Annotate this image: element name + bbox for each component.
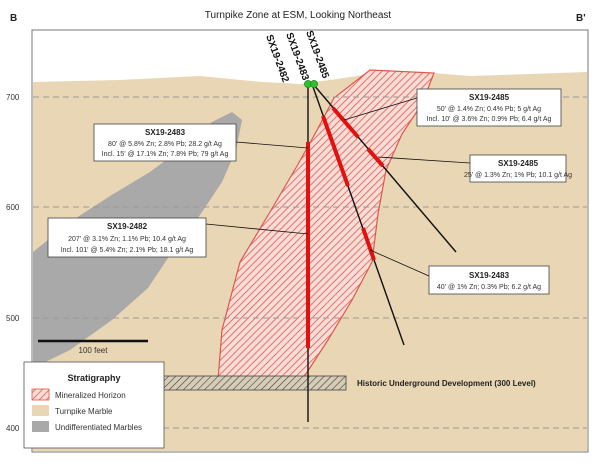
section-left-label: B — [10, 13, 17, 24]
elev-400: 400 — [6, 424, 20, 433]
legend-swatch-turnpike — [32, 405, 49, 416]
callout-2483-upper: SX19-2483 80' @ 5.8% Zn; 2.8% Pb; 28.2 g… — [93, 123, 237, 162]
mineralized-horizon-area — [217, 69, 435, 381]
leader-2485-upper — [343, 97, 418, 121]
legend-item-mineralized: Mineralized Horizon — [55, 391, 126, 400]
legend-swatch-undiff — [32, 421, 49, 432]
callout-line: 50' @ 1.4% Zn; 0.4% Pb; 5 g/t Ag — [437, 106, 541, 113]
callout-2483-lower: SX19-2483 40' @ 1% Zn; 0.3% Pb; 6.2 g/t … — [428, 265, 550, 295]
leader-2483-lower — [369, 249, 430, 277]
elev-700: 700 — [6, 93, 20, 102]
intercept-2485-lower — [366, 147, 385, 168]
callout-hole: SX19-2482 — [107, 222, 148, 231]
callout-2482: SX19-2482 207' @ 3.1% Zn; 1.1% Pb; 10.4 … — [47, 217, 207, 258]
leader-2483-upper — [235, 141, 309, 149]
intercept-2485-upper — [331, 106, 360, 139]
legend-item-undiff: Undifferentiated Marbles — [55, 423, 142, 432]
callout-2485-lower: SX19-2485 25' @ 1.3% Zn; 1% Pb; 10.1 g/t… — [464, 154, 572, 183]
leader-2485-lower — [377, 156, 471, 164]
callout-line: 207' @ 3.1% Zn; 1.1% Pb; 10.4 g/t Ag — [68, 236, 186, 243]
figure-title: Turnpike Zone at ESM, Looking Northeast — [205, 10, 392, 21]
callout-hole: SX19-2485 — [469, 93, 510, 102]
callout-2485-upper: SX19-2485 50' @ 1.4% Zn; 0.4% Pb; 5 g/t … — [416, 88, 562, 127]
callout-line: Incl. 101' @ 5.4% Zn; 2.1% Pb; 18.1 g/t … — [61, 247, 194, 254]
callout-line: Incl. 15' @ 17.1% Zn; 7.8% Pb; 79 g/t Ag — [102, 151, 229, 158]
elev-500: 500 — [6, 314, 20, 323]
leader-2482 — [205, 223, 309, 235]
callout-hole: SX19-2483 — [145, 128, 186, 137]
intercept-2483-upper — [321, 115, 350, 187]
callout-line: Incl. 10' @ 3.6% Zn; 0.9% Pb; 6.4 g/t Ag — [427, 116, 552, 123]
historic-development-block — [163, 375, 347, 391]
elev-600: 600 — [6, 203, 20, 212]
collar-2483-2485 — [310, 80, 318, 88]
callout-line: 80' @ 5.8% Zn; 2.8% Pb; 28.2 g/t Ag — [108, 141, 222, 148]
callout-hole: SX19-2483 — [469, 271, 510, 280]
legend-swatch-mineralized — [31, 388, 50, 401]
callout-hole: SX19-2485 — [498, 159, 539, 168]
scale-bar-label: 100 feet — [79, 346, 109, 355]
legend-title: Stratigraphy — [67, 373, 120, 383]
legend-item-turnpike: Turnpike Marble — [55, 407, 113, 416]
section-right-label: B' — [576, 13, 586, 24]
callout-line: 25' @ 1.3% Zn; 1% Pb; 10.1 g/t Ag — [464, 172, 572, 179]
intercept-2483-lower — [361, 227, 376, 261]
legend: Stratigraphy Mineralized Horizon Turnpik… — [23, 361, 165, 449]
callout-line: 40' @ 1% Zn; 0.3% Pb; 6.2 g/t Ag — [437, 284, 541, 291]
historic-development-label: Historic Underground Development (300 Le… — [357, 379, 536, 388]
